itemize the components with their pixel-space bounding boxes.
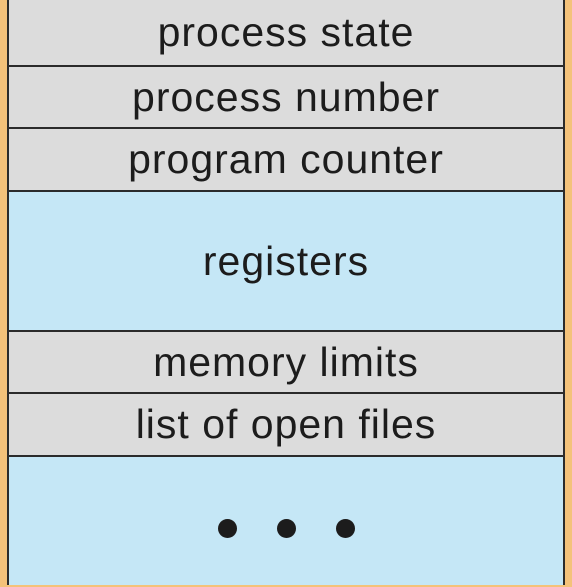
field-registers-label: registers	[202, 237, 370, 284]
field-program-counter: program counter	[9, 129, 563, 192]
field-open-files: list of open files	[9, 394, 563, 457]
field-process-state: process state	[9, 0, 563, 67]
ellipsis-dot	[217, 518, 237, 538]
field-process-number-label: process number	[132, 73, 440, 120]
ellipsis-dots	[217, 518, 355, 538]
field-memory-limits-label: memory limits	[153, 338, 419, 385]
field-registers: registers	[9, 192, 563, 332]
field-process-number: process number	[9, 67, 563, 129]
field-process-state-label: process state	[157, 9, 415, 55]
process-control-block: process state process number program cou…	[7, 0, 565, 585]
field-ellipsis	[9, 457, 563, 585]
field-program-counter-label: program counter	[128, 136, 444, 182]
ellipsis-dot	[276, 518, 296, 538]
ellipsis-dot	[335, 518, 355, 538]
field-open-files-label: list of open files	[135, 401, 437, 447]
field-memory-limits: memory limits	[9, 332, 563, 394]
